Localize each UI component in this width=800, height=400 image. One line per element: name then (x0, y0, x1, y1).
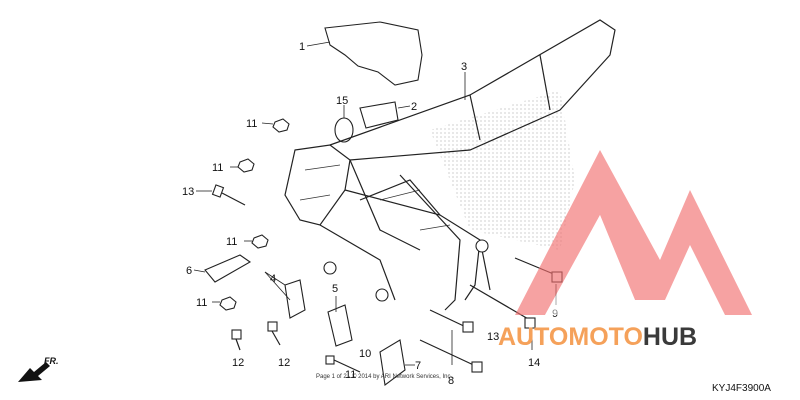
bracket-6 (204, 254, 252, 283)
front-label: FR. (44, 356, 59, 366)
watermark-brand: AUTOMOTOHUB (498, 323, 697, 351)
callout-3: 3 (461, 61, 467, 73)
main-frame (284, 19, 616, 311)
bracket-5 (327, 304, 353, 347)
bolt-8 (419, 339, 483, 373)
nut-11-a (261, 118, 290, 133)
diagram-code: KYJ4F3900A (712, 383, 771, 394)
part-cover (324, 21, 423, 86)
callout-6: 6 (186, 265, 192, 277)
part-clamp (334, 117, 354, 143)
callout-11-a: 11 (246, 118, 257, 130)
footer-copyright: Page 1 of 2 · © 2014 by ARI Network Serv… (316, 373, 452, 380)
callout-13-b: 13 (487, 331, 499, 343)
watermark-logo-icon (515, 150, 752, 315)
bolt-13-b (429, 309, 474, 333)
callout-14: 14 (528, 357, 540, 369)
callout-11-d: 11 (196, 297, 207, 309)
bolt-12-a (231, 329, 242, 351)
callout-11-b: 11 (212, 162, 223, 174)
callout-1: 1 (299, 41, 305, 53)
bolt-13-a (196, 184, 246, 206)
part-plate (359, 101, 399, 129)
watermark-auto: AUTO (498, 323, 568, 351)
callout-15: 15 (336, 95, 348, 107)
bracket-4 (284, 279, 306, 319)
watermark-hub: HUB (643, 323, 697, 351)
callout-2: 2 (411, 101, 417, 113)
nut-11-c (244, 234, 269, 249)
callout-12-b: 12 (278, 357, 290, 369)
shaded-area (430, 90, 575, 250)
callout-12-a: 12 (232, 357, 244, 369)
callout-11-c: 11 (226, 236, 237, 248)
nut-11-d (212, 296, 237, 311)
callout-5: 5 (332, 283, 338, 295)
bolt-10 (325, 355, 361, 373)
callout-4: 4 (270, 273, 276, 285)
callout-10: 10 (359, 348, 371, 360)
bracket-7 (379, 339, 406, 386)
watermark-moto: MOTO (568, 323, 643, 351)
callout-7: 7 (415, 360, 421, 372)
callout-13-a: 13 (182, 186, 194, 198)
front-arrow-icon (18, 362, 50, 382)
bolt-12-b (267, 321, 281, 346)
callout-8: 8 (448, 375, 454, 387)
callout-11-e: 11 (345, 369, 356, 381)
nut-11-b (230, 158, 255, 173)
